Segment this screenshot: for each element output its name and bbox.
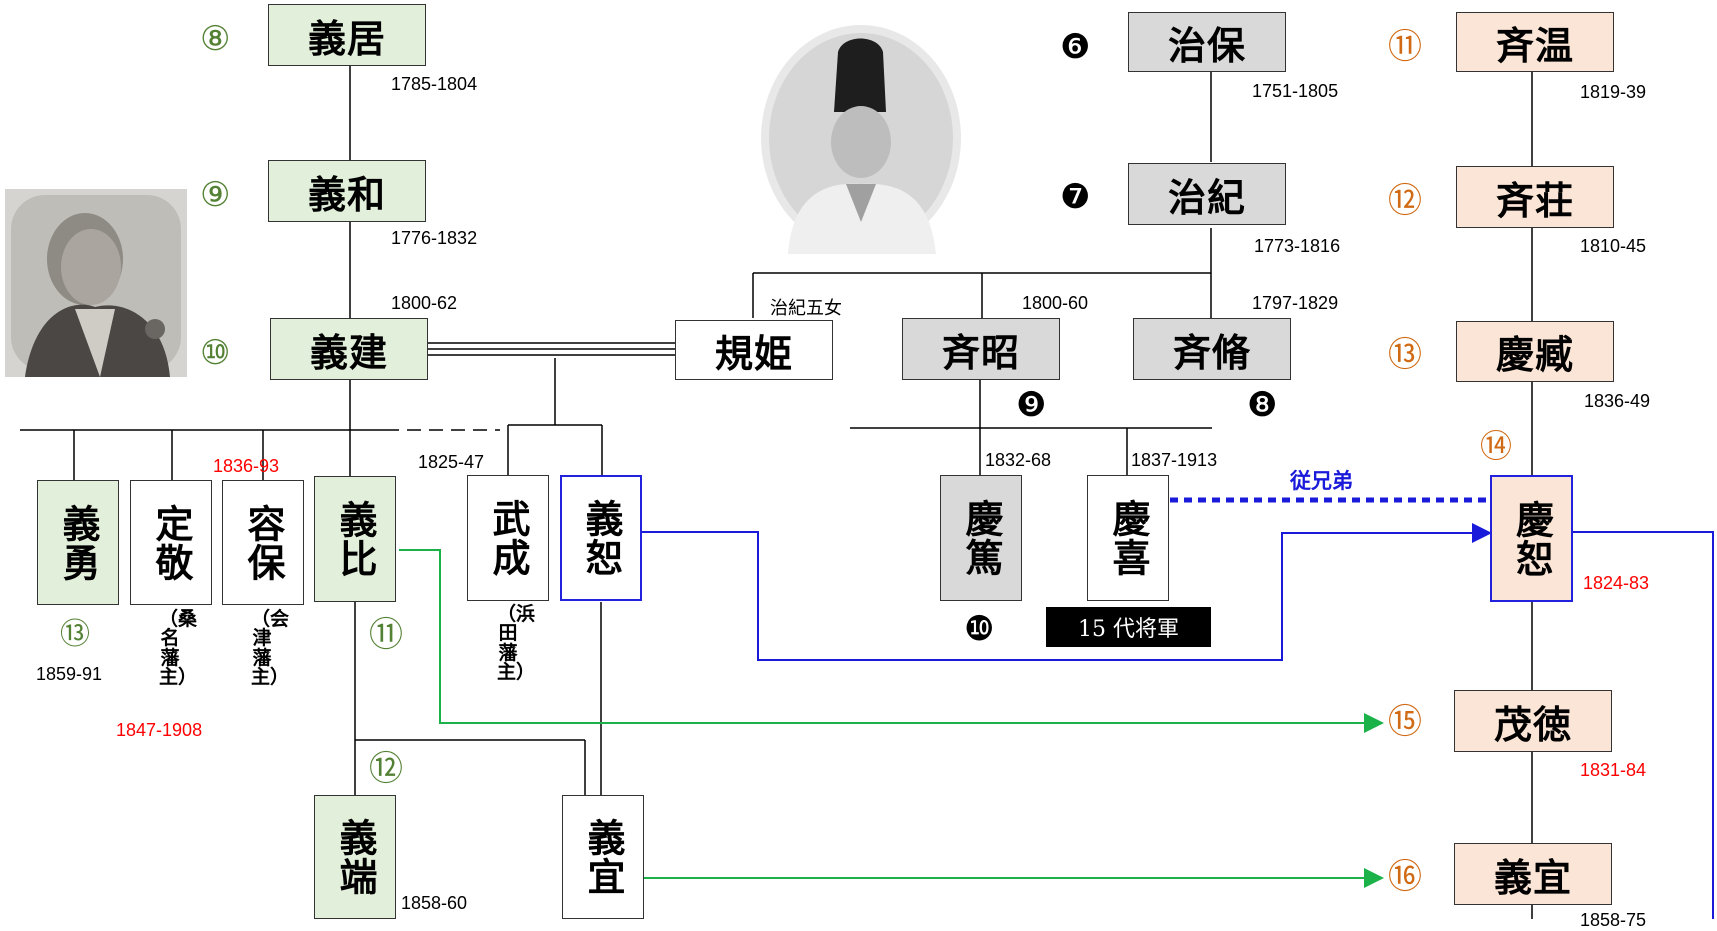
owari-number-15: ⑮ bbox=[1388, 702, 1422, 742]
child-box-yoshimasa[interactable]: 義端 bbox=[314, 795, 396, 919]
owari-number-12: ⑫ bbox=[1388, 181, 1422, 221]
lord-name: 慶臧 bbox=[1495, 333, 1574, 377]
child-note-kuwana: （桑名藩主） bbox=[159, 608, 198, 689]
lord-box-yoshikatsu[interactable]: 慶恕 bbox=[1490, 475, 1573, 602]
owari-number-13: ⑬ bbox=[1388, 335, 1422, 375]
lord-years: 1800-62 bbox=[391, 293, 458, 313]
lord-number-8: ⑧ bbox=[200, 19, 231, 59]
lord-box-naoharu[interactable]: 斉温 bbox=[1456, 12, 1614, 72]
child-box-katamori[interactable]: 容保 bbox=[222, 480, 304, 605]
shogun-label: 15 代将軍 bbox=[1046, 607, 1211, 647]
lord-years: 1773-1816 bbox=[1254, 236, 1341, 256]
lord-box-yoshisue[interactable]: 義居 bbox=[268, 4, 426, 66]
lord-box-harumori[interactable]: 治保 bbox=[1128, 12, 1286, 72]
child-name: 慶篤 bbox=[959, 499, 1003, 577]
child-years: 1859-91 bbox=[36, 664, 103, 684]
child-name: 義勇 bbox=[56, 503, 100, 582]
child-years: 1825-47 bbox=[418, 452, 485, 472]
lord-box-mochinaga[interactable]: 茂徳 bbox=[1454, 690, 1612, 752]
lord-name: 茂徳 bbox=[1493, 702, 1572, 747]
mito-number-7: ❼ bbox=[1060, 177, 1091, 217]
child-years: 1837-1913 bbox=[1131, 450, 1218, 470]
lord-name: 斉昭 bbox=[941, 330, 1020, 375]
mito-number-10: ❿ bbox=[964, 609, 995, 649]
lord-name: 斉温 bbox=[1495, 23, 1574, 68]
owari-number-14: ⑭ bbox=[1480, 427, 1513, 465]
mito-number-6: ❻ bbox=[1060, 27, 1091, 67]
child-box-yoshinori[interactable]: 義宜 bbox=[562, 795, 644, 919]
lord-years: 1831-84 bbox=[1580, 760, 1647, 780]
kihime-note: 治紀五女 bbox=[770, 298, 842, 319]
child-name: 義宜 bbox=[581, 818, 625, 896]
child-name: 慶喜 bbox=[1106, 499, 1150, 577]
lord-name: 治紀 bbox=[1167, 175, 1246, 220]
cousin-label: 従兄弟 bbox=[1290, 469, 1353, 493]
lord-name: 慶恕 bbox=[1509, 499, 1554, 578]
kihime-box[interactable]: 規姫 bbox=[675, 320, 833, 380]
owari-number-11: ⑪ bbox=[1388, 27, 1422, 67]
lord-years: 1819-39 bbox=[1580, 82, 1647, 102]
lord-number-10: ⑩ bbox=[200, 333, 231, 373]
child-years: 1858-60 bbox=[401, 893, 468, 913]
lord-name: 斉荘 bbox=[1495, 178, 1574, 223]
lord-number-9: ⑨ bbox=[200, 175, 231, 215]
lord-name: 義居 bbox=[307, 16, 386, 61]
portrait-yoshitatsu bbox=[5, 189, 187, 377]
lord-years: 1836-49 bbox=[1584, 391, 1651, 411]
lord-box-naritaka[interactable]: 斉荘 bbox=[1456, 166, 1614, 228]
child-box-yoshihiko[interactable]: 義恕 bbox=[560, 475, 642, 601]
child-box-yoshihiro[interactable]: 義比 bbox=[314, 476, 396, 602]
kihime-name: 規姫 bbox=[714, 331, 793, 376]
child-years: 1847-1908 bbox=[116, 720, 203, 740]
lord-box-yoshitsugu[interactable]: 慶臧 bbox=[1456, 321, 1614, 382]
child-name: 義端 bbox=[333, 818, 377, 896]
lord-years: 1824-83 bbox=[1583, 573, 1650, 593]
lord-years: 1785-1804 bbox=[391, 74, 478, 94]
child-name: 義比 bbox=[333, 500, 377, 578]
mito-number-9: ❾ bbox=[1016, 385, 1047, 425]
lord-name: 義建 bbox=[309, 330, 388, 375]
mito-number-8: ❽ bbox=[1247, 385, 1278, 425]
child-box-sadaaki[interactable]: 定敬 bbox=[130, 480, 212, 605]
portrait-harutoshi bbox=[758, 22, 965, 254]
child-number-13: ⑬ bbox=[60, 617, 90, 652]
lord-name: 義宜 bbox=[1493, 855, 1572, 900]
lord-years: 1800-60 bbox=[1022, 293, 1089, 313]
lord-box-yoshinori-owari[interactable]: 義宜 bbox=[1454, 843, 1612, 905]
child-years: 1836-93 bbox=[213, 456, 280, 476]
child-name: 武成 bbox=[486, 499, 530, 577]
lord-box-yoshikazu[interactable]: 義和 bbox=[268, 160, 426, 222]
child-box-yoshinobu[interactable]: 慶喜 bbox=[1087, 475, 1169, 601]
lord-name: 義和 bbox=[307, 172, 386, 217]
lord-years: 1751-1805 bbox=[1252, 81, 1339, 101]
child-box-takenari[interactable]: 武成 bbox=[467, 475, 549, 601]
child-note-aizu: （会津藩主） bbox=[251, 608, 290, 689]
owari-number-16: ⑯ bbox=[1388, 857, 1422, 897]
lord-years: 1797-1829 bbox=[1252, 293, 1339, 313]
child-box-yoshiatsu[interactable]: 慶篤 bbox=[940, 475, 1022, 601]
lord-box-narinobu[interactable]: 斉脩 bbox=[1133, 318, 1291, 380]
lord-years: 1776-1832 bbox=[391, 228, 478, 248]
child-number-12: ⑫ bbox=[369, 749, 403, 789]
lord-box-yoshitatsu[interactable]: 義建 bbox=[270, 318, 428, 380]
lord-name: 治保 bbox=[1167, 23, 1246, 68]
child-name: 定敬 bbox=[149, 503, 193, 582]
child-note-hamada: （浜田藩主） bbox=[497, 603, 536, 684]
lord-years: 1810-45 bbox=[1580, 236, 1647, 256]
lord-box-nariaki[interactable]: 斉昭 bbox=[902, 318, 1060, 380]
child-name: 容保 bbox=[241, 503, 285, 582]
child-number-11: ⑪ bbox=[369, 615, 403, 655]
lord-years: 1858-75 bbox=[1580, 910, 1647, 930]
lord-name: 斉脩 bbox=[1172, 330, 1251, 375]
child-name: 義恕 bbox=[579, 499, 623, 577]
child-box-yoshitake[interactable]: 義勇 bbox=[37, 480, 119, 605]
lord-box-harutoshi[interactable]: 治紀 bbox=[1128, 163, 1286, 225]
child-years: 1832-68 bbox=[985, 450, 1052, 470]
